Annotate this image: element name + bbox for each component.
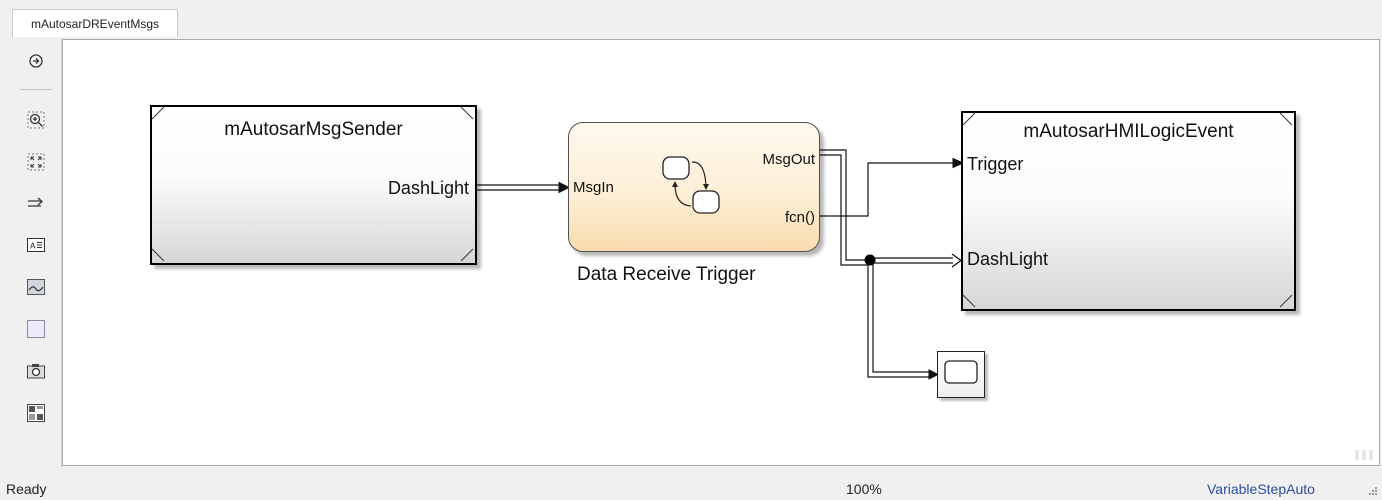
- port-label-dashlight-out: DashLight: [387, 178, 469, 198]
- image-icon[interactable]: [25, 276, 47, 298]
- model-reference-corners: [151, 106, 474, 262]
- camera-icon[interactable]: [25, 360, 47, 382]
- port-label-dashlight-in: DashLight: [967, 249, 1049, 269]
- signal-lines: [476, 149, 965, 380]
- zoom-in-icon[interactable]: [25, 109, 47, 131]
- stateflow-chart-icon: [662, 156, 720, 214]
- signal-arrows-icon[interactable]: [25, 193, 47, 215]
- hmi-model-block[interactable]: mAutosarHMILogicEvent Trigger DashLight: [961, 111, 1296, 311]
- fit-to-view-icon[interactable]: [25, 151, 47, 173]
- port-label-msgin: MsgIn: [573, 179, 614, 196]
- scroll-corner-grip[interactable]: [1355, 450, 1375, 460]
- palette-toolbar: A: [12, 39, 62, 467]
- model-reference-corners: [962, 112, 1293, 308]
- toolbar-separator: [20, 89, 52, 90]
- model-canvas[interactable]: mAutosarMsgSender DashLight MsgIn MsgOut…: [62, 39, 1380, 466]
- chart-block-caption: Data Receive Trigger: [577, 264, 756, 285]
- port-label-msgout: MsgOut: [762, 151, 815, 168]
- scope-icon: [944, 360, 978, 384]
- chart-block-data-receive-trigger[interactable]: MsgIn MsgOut fcn(): [568, 122, 820, 252]
- svg-text:A: A: [30, 242, 36, 251]
- branch-point: [864, 254, 876, 266]
- block-title: mAutosarHMILogicEvent: [1023, 121, 1234, 142]
- block-title: mAutosarMsgSender: [224, 119, 403, 140]
- port-label-fcn: fcn(): [785, 209, 815, 226]
- area-icon[interactable]: [25, 318, 47, 340]
- model-browser-icon[interactable]: [25, 402, 47, 424]
- status-zoom: 100%: [846, 481, 882, 497]
- sender-model-block[interactable]: mAutosarMsgSender DashLight: [150, 105, 477, 265]
- tab-model[interactable]: mAutosarDREventMsgs: [12, 9, 179, 37]
- status-bar: Ready 100% VariableStepAuto: [0, 476, 1382, 500]
- tab-label: mAutosarDREventMsgs: [31, 17, 160, 31]
- annotation-icon[interactable]: A: [25, 234, 47, 256]
- solver-link[interactable]: VariableStepAuto: [1207, 481, 1315, 497]
- resize-grip-icon[interactable]: [1368, 486, 1378, 496]
- port-label-trigger: Trigger: [967, 154, 1024, 174]
- scope-block[interactable]: [937, 351, 985, 398]
- navigate-icon[interactable]: [25, 50, 47, 72]
- tab-bar: mAutosarDREventMsgs: [0, 0, 1382, 37]
- status-ready: Ready: [6, 481, 47, 497]
